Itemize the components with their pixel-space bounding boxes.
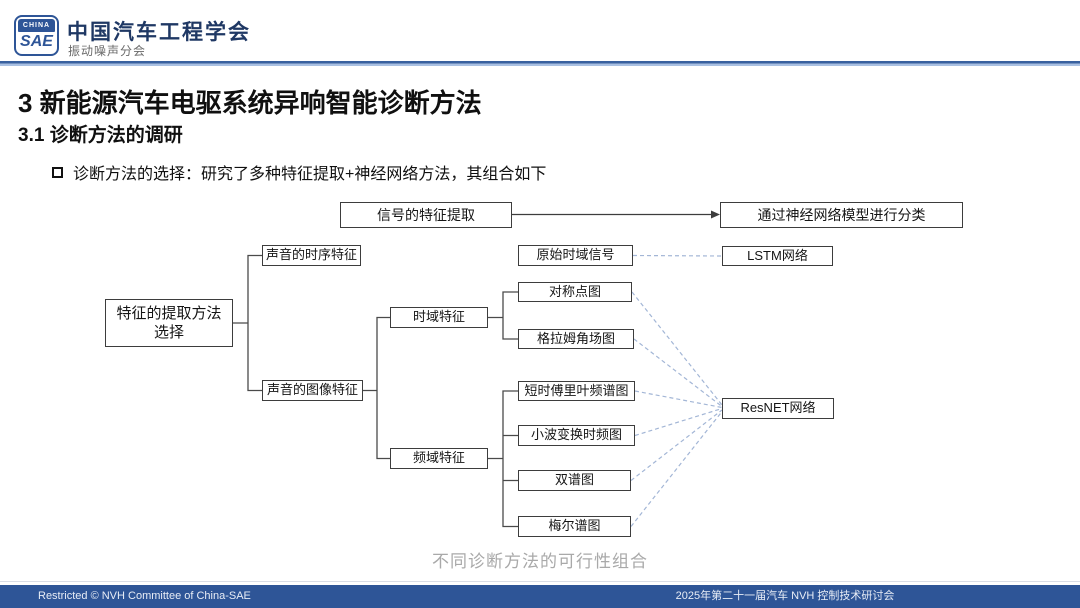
- node-signal-extraction: 信号的特征提取: [340, 202, 512, 228]
- node-raw-time-signal: 原始时域信号: [518, 245, 633, 266]
- bullet-text: 诊断方法的选择：研究了多种特征提取+神经网络方法，其组合如下: [73, 166, 547, 183]
- footer-restricted-text: Restricted © NVH Committee of China-SAE: [38, 590, 251, 602]
- node-wavelet-tf: 小波变换时频图: [518, 425, 635, 446]
- china-sae-logo-icon: CHINA SAE: [14, 15, 59, 56]
- node-image-feature: 声音的图像特征: [262, 380, 363, 401]
- footer-bar: Restricted © NVH Committee of China-SAE …: [0, 585, 1080, 608]
- node-nn-classification: 通过神经网络模型进行分类: [720, 202, 963, 228]
- diagram-caption: 不同诊断方法的可行性组合: [432, 552, 648, 571]
- logo-china-label: CHINA: [18, 19, 55, 32]
- node-method-selection: 特征的提取方法选择: [105, 299, 233, 347]
- bullet-row: 诊断方法的选择：研究了多种特征提取+神经网络方法，其组合如下: [52, 160, 546, 184]
- footer-divider: [0, 581, 1080, 582]
- page-title: 3 新能源汽车电驱系统异响智能诊断方法: [18, 88, 482, 118]
- node-time-series-feature: 声音的时序特征: [262, 245, 361, 266]
- node-bispectrum: 双谱图: [518, 470, 631, 491]
- node-method-selection-label: 特征的提取方法选择: [116, 304, 222, 342]
- node-symmetry-dot: 对称点图: [518, 282, 632, 302]
- section-title: 3.1 诊断方法的调研: [18, 125, 183, 146]
- node-mel-spectrogram: 梅尔谱图: [518, 516, 631, 537]
- logo-sae-label: SAE: [20, 33, 53, 50]
- node-lstm-network: LSTM网络: [722, 246, 833, 266]
- square-bullet-icon: [52, 166, 63, 178]
- node-time-domain: 时域特征: [390, 307, 488, 328]
- node-gramian-angular: 格拉姆角场图: [518, 329, 634, 349]
- footer-conference-text: 2025年第二十一届汽车 NVH 控制技术研讨会: [675, 590, 895, 602]
- node-freq-domain: 频域特征: [390, 448, 488, 469]
- node-stft-spectrogram: 短时傅里叶频谱图: [518, 381, 635, 401]
- header-divider: [0, 61, 1080, 66]
- org-name: 中国汽车工程学会: [67, 21, 251, 44]
- node-resnet-network: ResNET网络: [722, 398, 834, 419]
- division-name: 振动噪声分会: [68, 44, 147, 58]
